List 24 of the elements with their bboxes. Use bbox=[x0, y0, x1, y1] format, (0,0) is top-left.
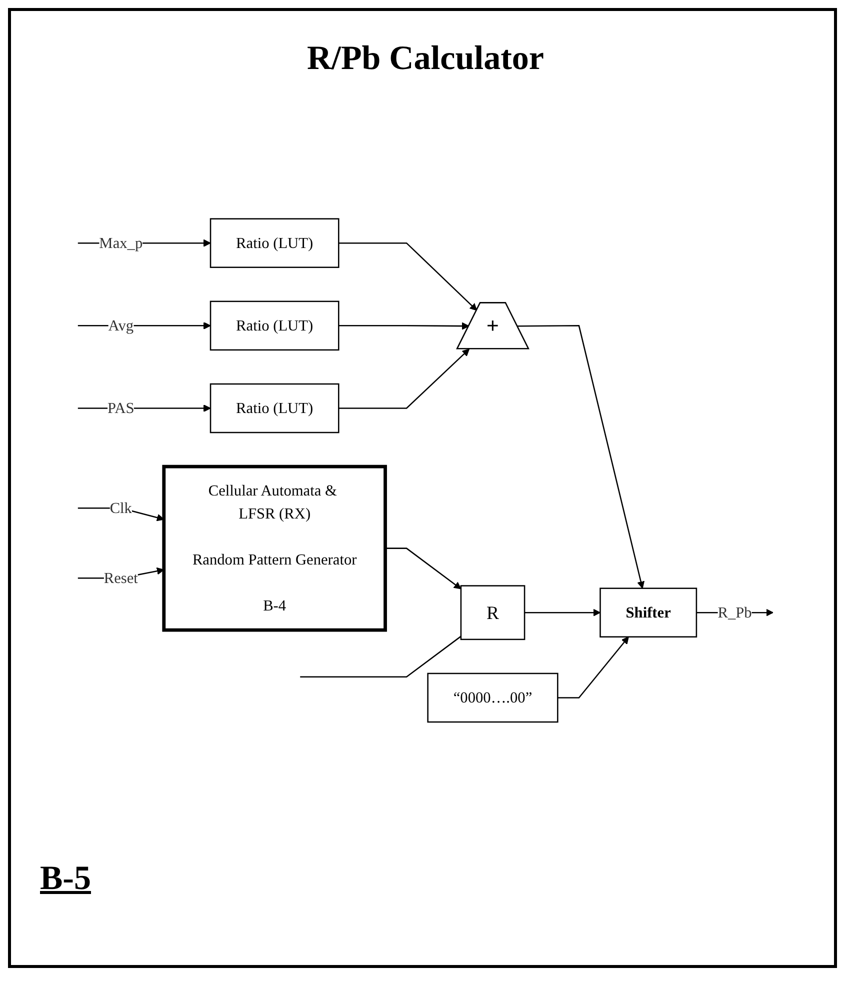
arrow bbox=[385, 547, 462, 589]
arrow bbox=[524, 608, 601, 616]
diagram-title: R/Pb Calculator bbox=[306, 40, 546, 78]
node-box: Shifter bbox=[600, 587, 698, 638]
edge-label: PAS bbox=[108, 398, 134, 416]
edge-label: Reset bbox=[104, 568, 138, 586]
node-box: Cellular Automata & LFSR (RX) Random Pattern Generator B-4 bbox=[162, 464, 387, 632]
node-box: “0000….00” bbox=[427, 672, 558, 722]
arrow bbox=[338, 348, 470, 408]
arrow bbox=[338, 242, 478, 310]
node-box: Ratio (LUT) bbox=[210, 382, 340, 433]
block-label: B-5 bbox=[40, 860, 91, 898]
node-box: Ratio (LUT) bbox=[210, 300, 340, 350]
edge-label: Max_p bbox=[99, 234, 143, 251]
arrow bbox=[558, 636, 629, 698]
arrow bbox=[78, 507, 164, 521]
edge-label: Clk bbox=[110, 498, 132, 516]
connector bbox=[300, 635, 462, 678]
arrow bbox=[338, 322, 470, 330]
node-box: Ratio (LUT) bbox=[210, 218, 340, 268]
arrow bbox=[517, 324, 645, 588]
node-box: R bbox=[460, 584, 526, 640]
edge-label: R_Pb bbox=[718, 603, 752, 620]
edge-label: Avg bbox=[108, 316, 134, 334]
